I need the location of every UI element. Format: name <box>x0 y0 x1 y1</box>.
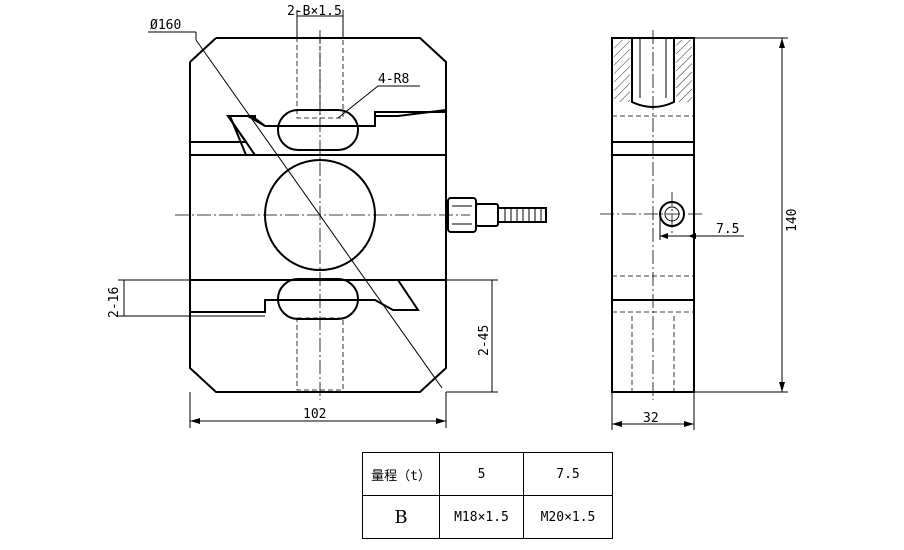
spec-table: 量程（t） 5 7.5 B M18×1.5 M20×1.5 <box>362 452 613 539</box>
front-view: Ø160 2-B×1.5 4-R8 2-16 2-45 102 <box>107 4 547 428</box>
table-row: B M18×1.5 M20×1.5 <box>362 495 613 539</box>
dim-radius-label: 4-R8 <box>378 72 409 87</box>
upper-slot <box>277 109 359 151</box>
lower-slot <box>277 278 359 320</box>
table-row: 量程（t） 5 7.5 <box>362 452 613 496</box>
table-header-label: 量程（t） <box>362 452 440 496</box>
table-cell-capacity-1: 5 <box>439 452 524 496</box>
dim-offset-label: 7.5 <box>716 222 739 237</box>
dim-height-label: 140 <box>785 209 800 232</box>
cable-connector <box>447 197 547 233</box>
table-cell-thread-2: M20×1.5 <box>523 495 613 539</box>
dim-width-label: 102 <box>303 407 326 422</box>
side-view: 7.5 140 32 <box>600 30 800 430</box>
dim-pitch-label: 2-45 <box>477 325 492 356</box>
table-cell-thread-1: M18×1.5 <box>439 495 524 539</box>
table-row-label: B <box>362 495 440 539</box>
load-cell-body <box>189 37 447 156</box>
dim-slot-label: 2-16 <box>107 287 122 318</box>
dim-thickness-label: 32 <box>643 411 659 426</box>
table-cell-capacity-2: 7.5 <box>523 452 613 496</box>
dim-thread-label: 2-B×1.5 <box>287 4 342 19</box>
dim-diameter-label: Ø160 <box>150 18 181 33</box>
